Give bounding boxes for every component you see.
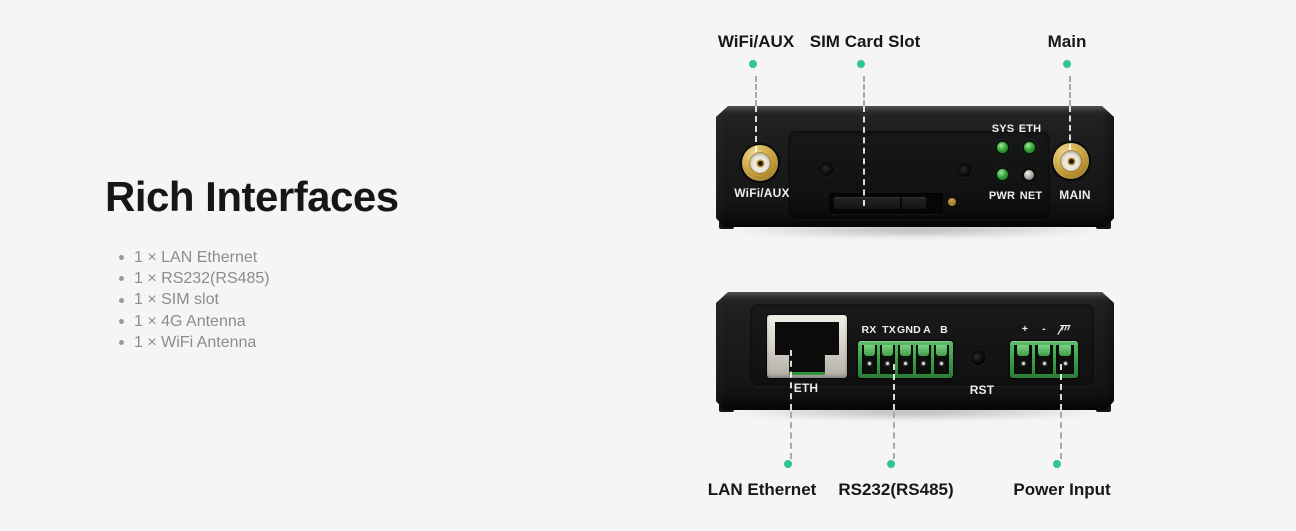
main-port-label: MAIN: [1059, 188, 1091, 202]
bullet-dot: [119, 319, 124, 325]
rst-button: [971, 351, 985, 365]
serial-pin-label-b: B: [940, 324, 948, 336]
sim-indicator-dot: [948, 198, 956, 206]
power-pin-label-minus: -: [1042, 323, 1046, 335]
power-terminal-block: [1010, 341, 1078, 378]
feature-item: 1 × 4G Antenna: [119, 311, 270, 332]
led-sys: [997, 142, 1008, 153]
sma-connector-wifi-aux: [742, 145, 778, 181]
callout-label-sim-card-slot: SIM Card Slot: [809, 32, 921, 51]
bullet-dot: [119, 255, 124, 261]
serial-pin-label-tx: TX: [882, 324, 896, 336]
section-title: Rich Interfaces: [105, 173, 399, 220]
rst-label: RST: [969, 383, 995, 397]
led-label-net: NET: [1019, 190, 1043, 202]
terminal-pin: [880, 345, 895, 374]
led-eth: [1024, 142, 1035, 153]
terminal-pin: [934, 345, 949, 374]
terminal-pin: [898, 345, 913, 374]
led-label-eth: ETH: [1018, 123, 1042, 135]
led-label-pwr: PWR: [988, 190, 1016, 202]
ethernet-port: [767, 315, 847, 378]
callout-line-main-on-device: [1069, 106, 1071, 150]
callout-line-rs232-on-device: [893, 364, 895, 410]
callout-line-power-on-device: [1060, 364, 1062, 410]
feature-text: 1 × LAN Ethernet: [134, 248, 258, 266]
led-pwr: [997, 169, 1008, 180]
bullet-dot: [119, 340, 124, 346]
eth-port-label: ETH: [793, 381, 819, 395]
callout-dot-rs232: [887, 460, 895, 468]
feature-item: 1 × WiFi Antenna: [119, 332, 270, 353]
serial-pin-label-rx: RX: [861, 324, 877, 336]
callout-dot-wifi-aux: [749, 60, 757, 68]
device-front-panel: WiFi/AUX SYS ETH PWR NET MAIN: [716, 106, 1114, 227]
feature-list: 1 × LAN Ethernet 1 × RS232(RS485) 1 × SI…: [119, 247, 270, 353]
screw-hole: [958, 164, 971, 177]
callout-line-power: [1060, 412, 1062, 459]
terminal-pin: [1035, 345, 1053, 374]
serial-terminal-block: [858, 341, 953, 378]
terminal-pin: [862, 345, 877, 374]
callout-line-wifi-aux: [755, 76, 757, 106]
sim-tray: [834, 197, 926, 209]
feature-item: 1 × RS232(RS485): [119, 268, 270, 289]
ethernet-socket: [775, 322, 839, 372]
chassis-ground-icon: [1056, 323, 1072, 335]
feature-text: 1 × RS232(RS485): [134, 269, 270, 287]
feature-text: 1 × 4G Antenna: [134, 312, 246, 330]
callout-label-wifi-aux: WiFi/AUX: [717, 32, 795, 51]
bullet-dot: [119, 297, 124, 303]
callout-line-lan-on-device: [790, 350, 792, 410]
callout-line-main: [1069, 76, 1071, 106]
callout-line-sim-card-slot: [863, 76, 865, 106]
terminal-pin: [1056, 345, 1074, 374]
serial-pin-label-a: A: [923, 324, 931, 336]
feature-text: 1 × SIM slot: [134, 291, 219, 309]
callout-label-main: Main: [1047, 32, 1087, 51]
callout-line-rs232: [893, 412, 895, 459]
sim-card-slot: [829, 193, 943, 214]
callout-line-wifi-aux-on-device: [755, 106, 757, 152]
terminal-pin: [1014, 345, 1032, 374]
sma-pin: [1068, 158, 1074, 164]
feature-text: 1 × WiFi Antenna: [134, 333, 257, 351]
sma-connector-main: [1053, 143, 1089, 179]
bullet-dot: [119, 276, 124, 282]
sma-pin: [757, 160, 763, 166]
callout-label-lan-ethernet: LAN Ethernet: [707, 480, 817, 499]
screw-hole: [820, 163, 833, 176]
device-rear-panel: ETH RX TX GND A B RST + -: [716, 292, 1114, 410]
callout-dot-power-input: [1053, 460, 1061, 468]
callout-dot-sim-card-slot: [857, 60, 865, 68]
feature-item: 1 × SIM slot: [119, 290, 270, 311]
power-pin-label-plus: +: [1021, 323, 1029, 335]
callout-label-power-input: Power Input: [1013, 480, 1111, 499]
led-net: [1024, 170, 1034, 180]
led-label-sys: SYS: [991, 123, 1015, 135]
callout-line-lan: [790, 412, 792, 459]
wifi-aux-port-label: WiFi/AUX: [734, 186, 790, 200]
callout-dot-lan-ethernet: [784, 460, 792, 468]
feature-item: 1 × LAN Ethernet: [119, 247, 270, 268]
callout-label-rs232: RS232(RS485): [838, 480, 954, 499]
callout-line-sim-card-slot-on-device: [863, 106, 865, 206]
serial-pin-label-gnd: GND: [897, 324, 921, 336]
callout-dot-main: [1063, 60, 1071, 68]
terminal-pin: [916, 345, 931, 374]
